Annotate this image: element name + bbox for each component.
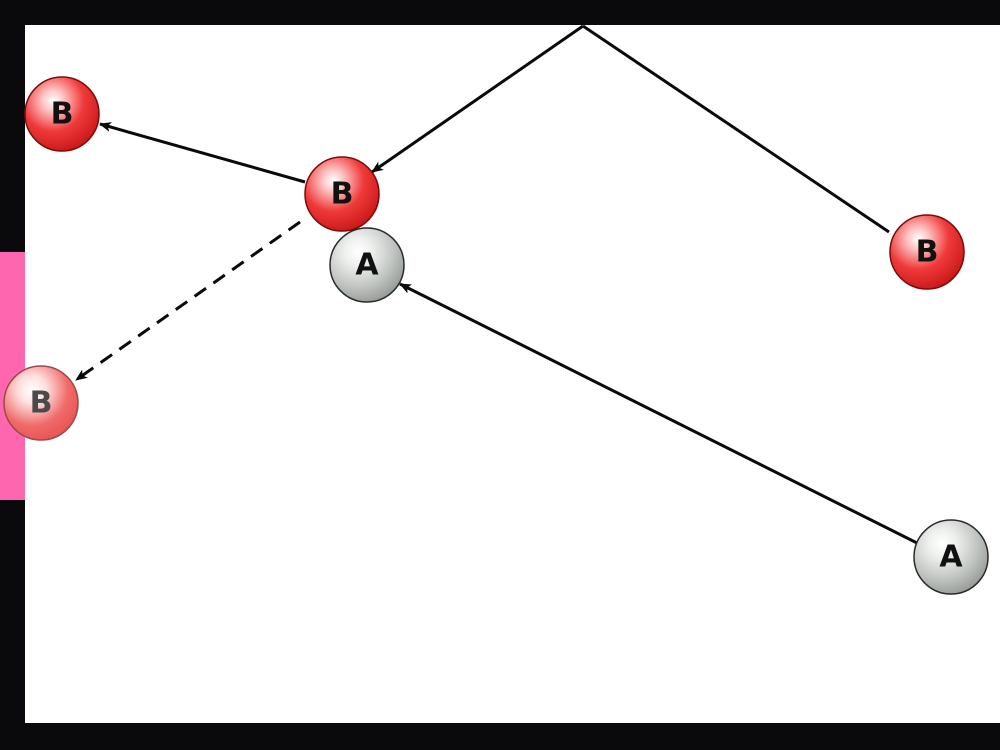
path-a-right-to-a-center — [399, 282, 918, 545]
path-layer — [75, 24, 918, 545]
ball-b-center-circle — [304, 156, 380, 232]
ball-b-ghost: B — [3, 365, 79, 441]
ball-a-right: A — [913, 519, 989, 595]
ball-b-ghost-circle — [3, 365, 79, 441]
ball-a-right-label: A — [939, 540, 963, 575]
path-b-center-to-b-top-left — [99, 122, 306, 184]
path-top-wall-to-b-center — [371, 24, 584, 174]
top-wall — [0, 0, 1000, 25]
ball-b-right: B — [889, 214, 965, 290]
ball-a-center-label: A — [355, 248, 379, 283]
ball-b-top-left-circle — [24, 76, 100, 152]
ball-b-right-circle — [889, 214, 965, 290]
ball-b-top-left-label: B — [51, 97, 74, 132]
ball-a-center-circle — [329, 227, 405, 303]
bottom-wall — [0, 723, 1000, 750]
ball-a-center: A — [329, 227, 405, 303]
ball-b-ghost-label: B — [30, 386, 53, 421]
ball-b-center: B — [304, 156, 380, 232]
ball-a-right-circle — [913, 519, 989, 595]
ball-b-top-left: B — [24, 76, 100, 152]
path-b-right-to-top-wall — [582, 24, 890, 234]
ball-b-right-label: B — [916, 235, 939, 270]
ball-b-center-label: B — [331, 177, 354, 212]
